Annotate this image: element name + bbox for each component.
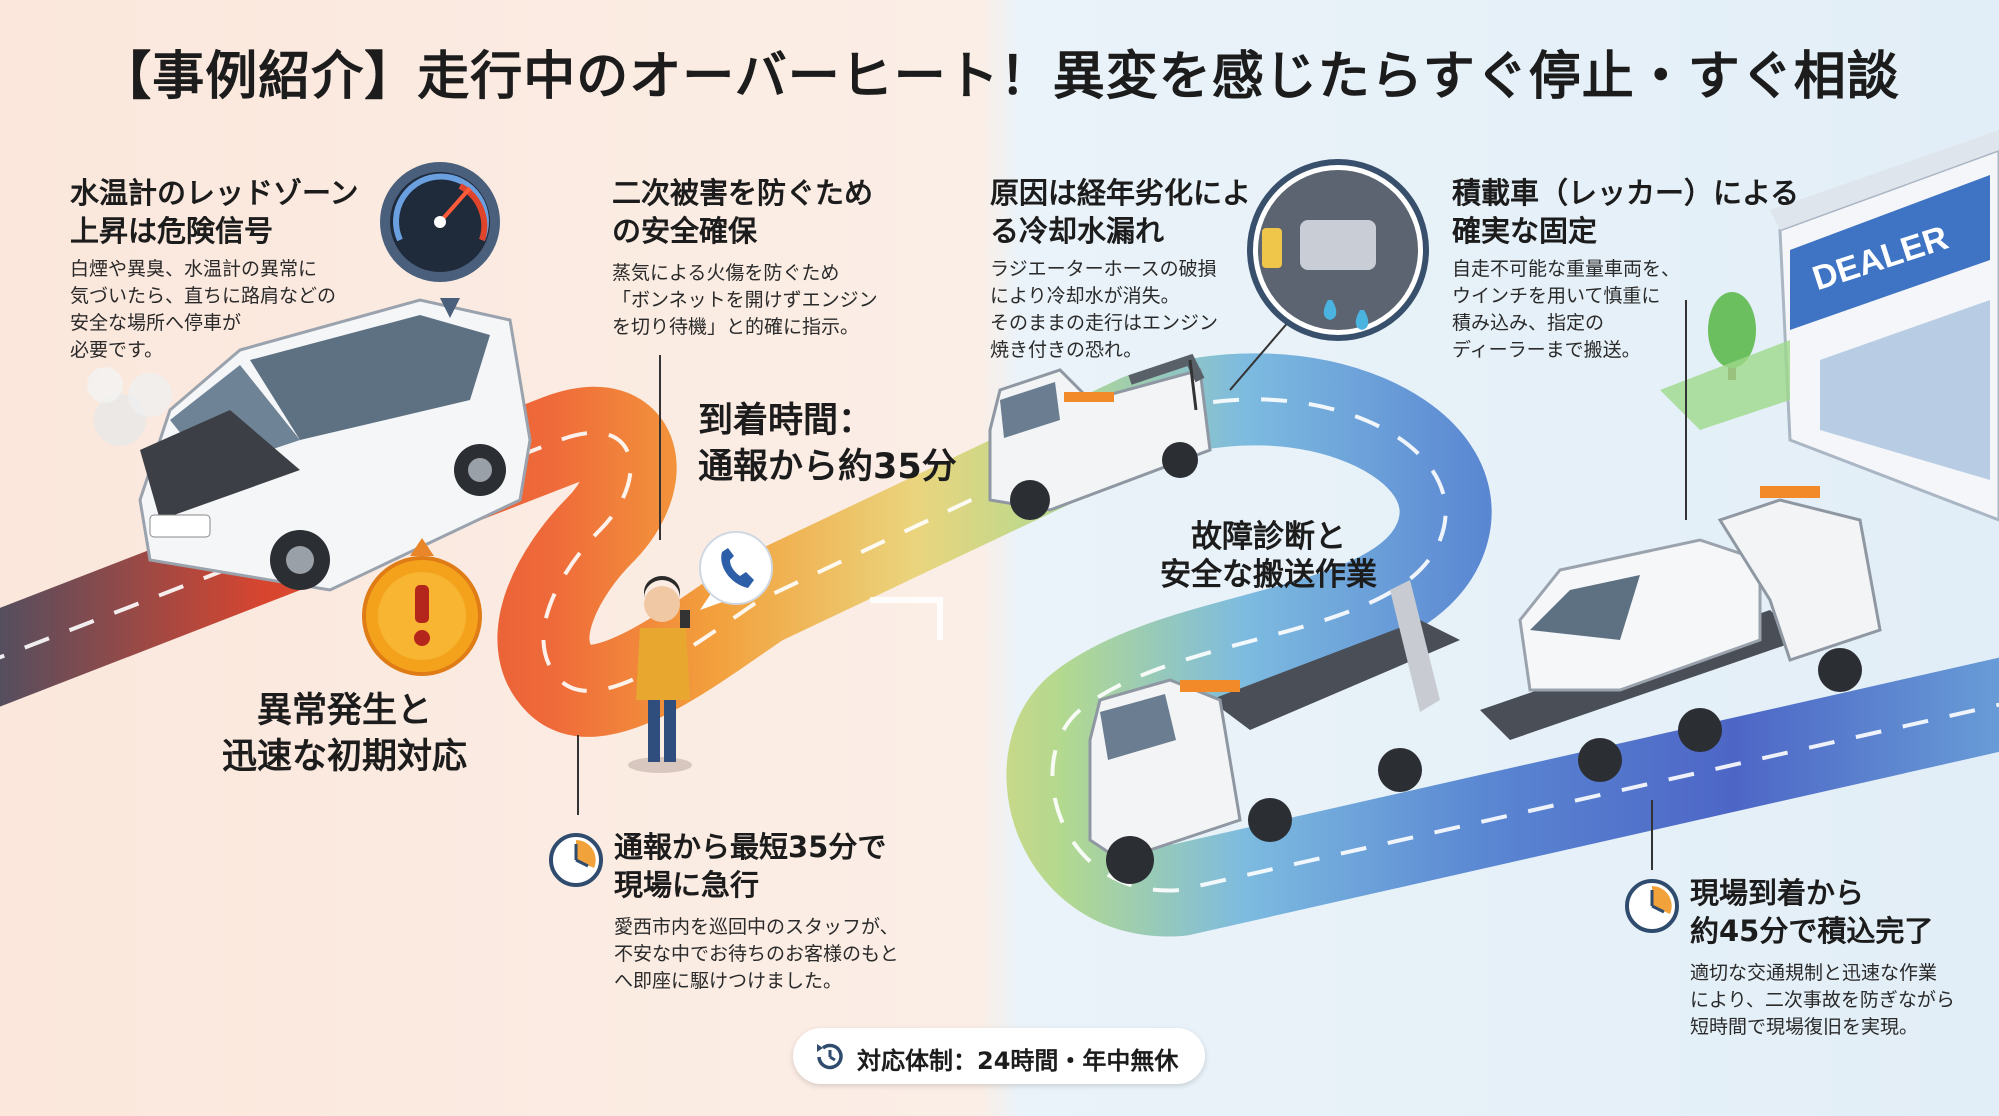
- completion-heading-2: 約45分で積込完了: [1690, 914, 1934, 948]
- coolant-leak-icon: [1229, 159, 1429, 391]
- support-hours-label: 対応体制：24時間・年中無休: [857, 1047, 1179, 1075]
- phone-call-icon: [699, 531, 773, 610]
- loading-body-1: 自走不可能な重量車両を、: [1452, 258, 1681, 280]
- road-path: [0, 353, 1999, 937]
- safety-heading-1: 二次被害を防ぐため: [612, 176, 874, 210]
- initial-response-label: 異常発生と 迅速な初期対応: [222, 688, 467, 780]
- arrival-label: 到着時間： 通報から約35分: [698, 398, 957, 490]
- clock-icon: [548, 832, 604, 892]
- dispatch-body-1: 愛西市内を巡回中のスタッフが、: [614, 916, 899, 938]
- 24-hour-support-icon: [813, 1040, 847, 1078]
- loading-callout: 積載車（レッカー）による 確実な固定 自走不可能な重量車両を、 ウインチを用いて…: [1452, 174, 1799, 364]
- loading-body-4: ディーラーまで搬送。: [1452, 339, 1641, 361]
- safety-body-2: 「ボンネットを開けずエンジン: [612, 289, 878, 311]
- water-temp-heading-2: 上昇は危険信号: [70, 214, 274, 248]
- direction-arrow: [870, 597, 943, 640]
- flatbed-truck-empty: [1088, 580, 1460, 884]
- arrival-line-1: 到着時間：: [698, 401, 874, 441]
- crane-tow-truck: [988, 353, 1212, 520]
- temperature-gauge-icon: [380, 162, 500, 318]
- water-temp-body-4: 必要です。: [70, 339, 164, 361]
- clock-icon: [1624, 878, 1680, 938]
- diagnosis-line-1: 故障診断と: [1191, 519, 1346, 555]
- loading-heading-2: 確実な固定: [1452, 214, 1598, 248]
- arrival-line-2: 通報から約35分: [698, 447, 957, 487]
- dispatch-body-2: 不安な中でお待ちのお客様のもと: [614, 943, 899, 965]
- safety-body-3: を切り待機」と的確に指示。: [612, 316, 860, 338]
- water-temp-body-1: 白煙や異臭、水温計の異常に: [70, 258, 318, 280]
- completion-heading-1: 現場到着から: [1690, 876, 1865, 910]
- loading-body-2: ウインチを用いて慎重に: [1452, 285, 1661, 307]
- cause-body-4: 焼き付きの恐れ。: [990, 339, 1143, 361]
- dispatch-callout: 通報から最短35分で 現場に急行 愛西市内を巡回中のスタッフが、 不安な中でお待…: [614, 828, 899, 995]
- safety-heading-2: の安全確保: [612, 214, 758, 248]
- customer-calling: [628, 576, 692, 773]
- cause-heading-2: る冷却水漏れ: [990, 214, 1165, 248]
- water-temp-callout: 水温計のレッドゾーン 上昇は危険信号 白煙や異臭、水温計の異常に 気づいたら、直…: [70, 174, 359, 364]
- cause-body-2: により冷却水が消失。: [990, 285, 1180, 307]
- completion-body-2: により、二次事故を防ぎながら: [1690, 989, 1955, 1011]
- exclamation-warning-icon: [362, 538, 482, 676]
- callout-lines: [577, 300, 1687, 870]
- page-title: 【事例紹介】走行中のオーバーヒート！異変を感じたらすぐ停止・すぐ相談: [99, 47, 1900, 107]
- completion-callout: 現場到着から 約45分で積込完了 適切な交通規制と迅速な作業 により、二次事故を…: [1690, 874, 1955, 1041]
- dispatch-heading-2: 現場に急行: [614, 868, 760, 902]
- cause-body-3: そのままの走行はエンジン: [990, 312, 1219, 334]
- completion-body-1: 適切な交通規制と迅速な作業: [1690, 962, 1938, 984]
- loading-body-3: 積み込み、指定の: [1452, 312, 1605, 334]
- dealer-building: [1660, 130, 1999, 522]
- water-temp-heading-1: 水温計のレッドゾーン: [70, 176, 359, 210]
- safety-callout: 二次被害を防ぐため の安全確保 蒸気による火傷を防ぐため 「ボンネットを開けずエ…: [612, 174, 878, 341]
- cause-callout: 原因は経年劣化によ る冷却水漏れ ラジエーターホースの破損 により冷却水が消失。…: [990, 174, 1251, 364]
- initial-response-line-1: 異常発生と: [257, 691, 433, 731]
- flatbed-truck-loaded: [1480, 486, 1882, 782]
- completion-body-3: 短時間で現場復旧を実現。: [1690, 1016, 1919, 1038]
- diagnosis-line-2: 安全な搬送作業: [1160, 557, 1377, 593]
- broken-down-minivan: [87, 298, 532, 592]
- initial-response-line-2: 迅速な初期対応: [222, 737, 468, 777]
- water-temp-body-2: 気づいたら、直ちに路肩などの: [70, 285, 337, 307]
- water-temp-body-3: 安全な場所へ停車が: [70, 312, 242, 334]
- safety-body-1: 蒸気による火傷を防ぐため: [612, 262, 840, 284]
- cause-heading-1: 原因は経年劣化によ: [990, 176, 1252, 210]
- dispatch-heading-1: 通報から最短35分で: [614, 830, 887, 864]
- dispatch-body-3: へ即座に駆けつけました。: [614, 970, 843, 992]
- diagnosis-label: 故障診断と 安全な搬送作業: [1160, 518, 1377, 594]
- support-hours-badge: 対応体制：24時間・年中無休: [793, 1028, 1205, 1084]
- cause-body-1: ラジエーターホースの破損: [990, 258, 1217, 280]
- loading-heading-1: 積載車（レッカー）による: [1452, 176, 1800, 210]
